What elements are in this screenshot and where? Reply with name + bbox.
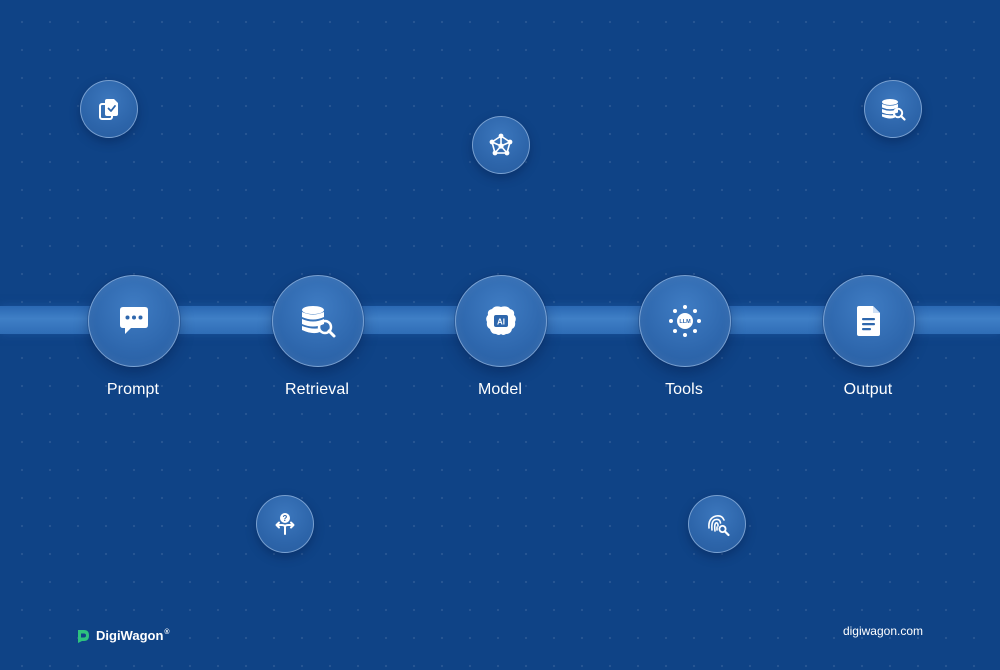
database-search-icon xyxy=(302,306,336,338)
svg-text:?: ? xyxy=(283,514,288,523)
floating-copy-node xyxy=(80,80,138,138)
llm-badge-text: LLM xyxy=(679,319,691,325)
website-link[interactable]: digiwagon.com xyxy=(842,624,923,638)
floating-database-node xyxy=(864,80,922,138)
step-label-retrieval: Retrieval xyxy=(284,381,350,398)
ai-badge-text: AI xyxy=(497,318,505,327)
brand-text: DigiWagon xyxy=(96,627,164,643)
brand-logo: DigiWagon® xyxy=(76,625,170,645)
document-icon xyxy=(857,306,880,336)
step-label-prompt: Prompt xyxy=(106,381,160,398)
chat-bubble-icon xyxy=(120,307,148,334)
network-icon xyxy=(489,133,513,156)
registered-mark: ® xyxy=(164,629,170,637)
brand-name: DigiWagon® xyxy=(96,628,170,643)
database-search-icon xyxy=(882,99,906,121)
prompt-node xyxy=(88,275,180,367)
floating-network-node xyxy=(472,116,530,174)
tools-node: LLM xyxy=(639,275,731,367)
copy-documents-icon xyxy=(99,99,118,120)
step-label-model: Model xyxy=(477,381,523,398)
step-label-output: Output xyxy=(843,381,893,398)
ai-brain-icon: AI xyxy=(486,306,516,335)
floating-decision-node: ? xyxy=(256,495,314,553)
floating-fingerprint-node xyxy=(688,495,746,553)
digiwagon-logo-icon xyxy=(78,629,89,643)
output-node xyxy=(823,275,915,367)
step-label-tools: Tools xyxy=(665,381,703,398)
fingerprint-search-icon xyxy=(708,515,730,537)
retrieval-node xyxy=(272,275,364,367)
llm-hub-icon: LLM xyxy=(669,305,701,337)
decision-question-icon: ? xyxy=(275,513,295,535)
model-node: AI xyxy=(455,275,547,367)
